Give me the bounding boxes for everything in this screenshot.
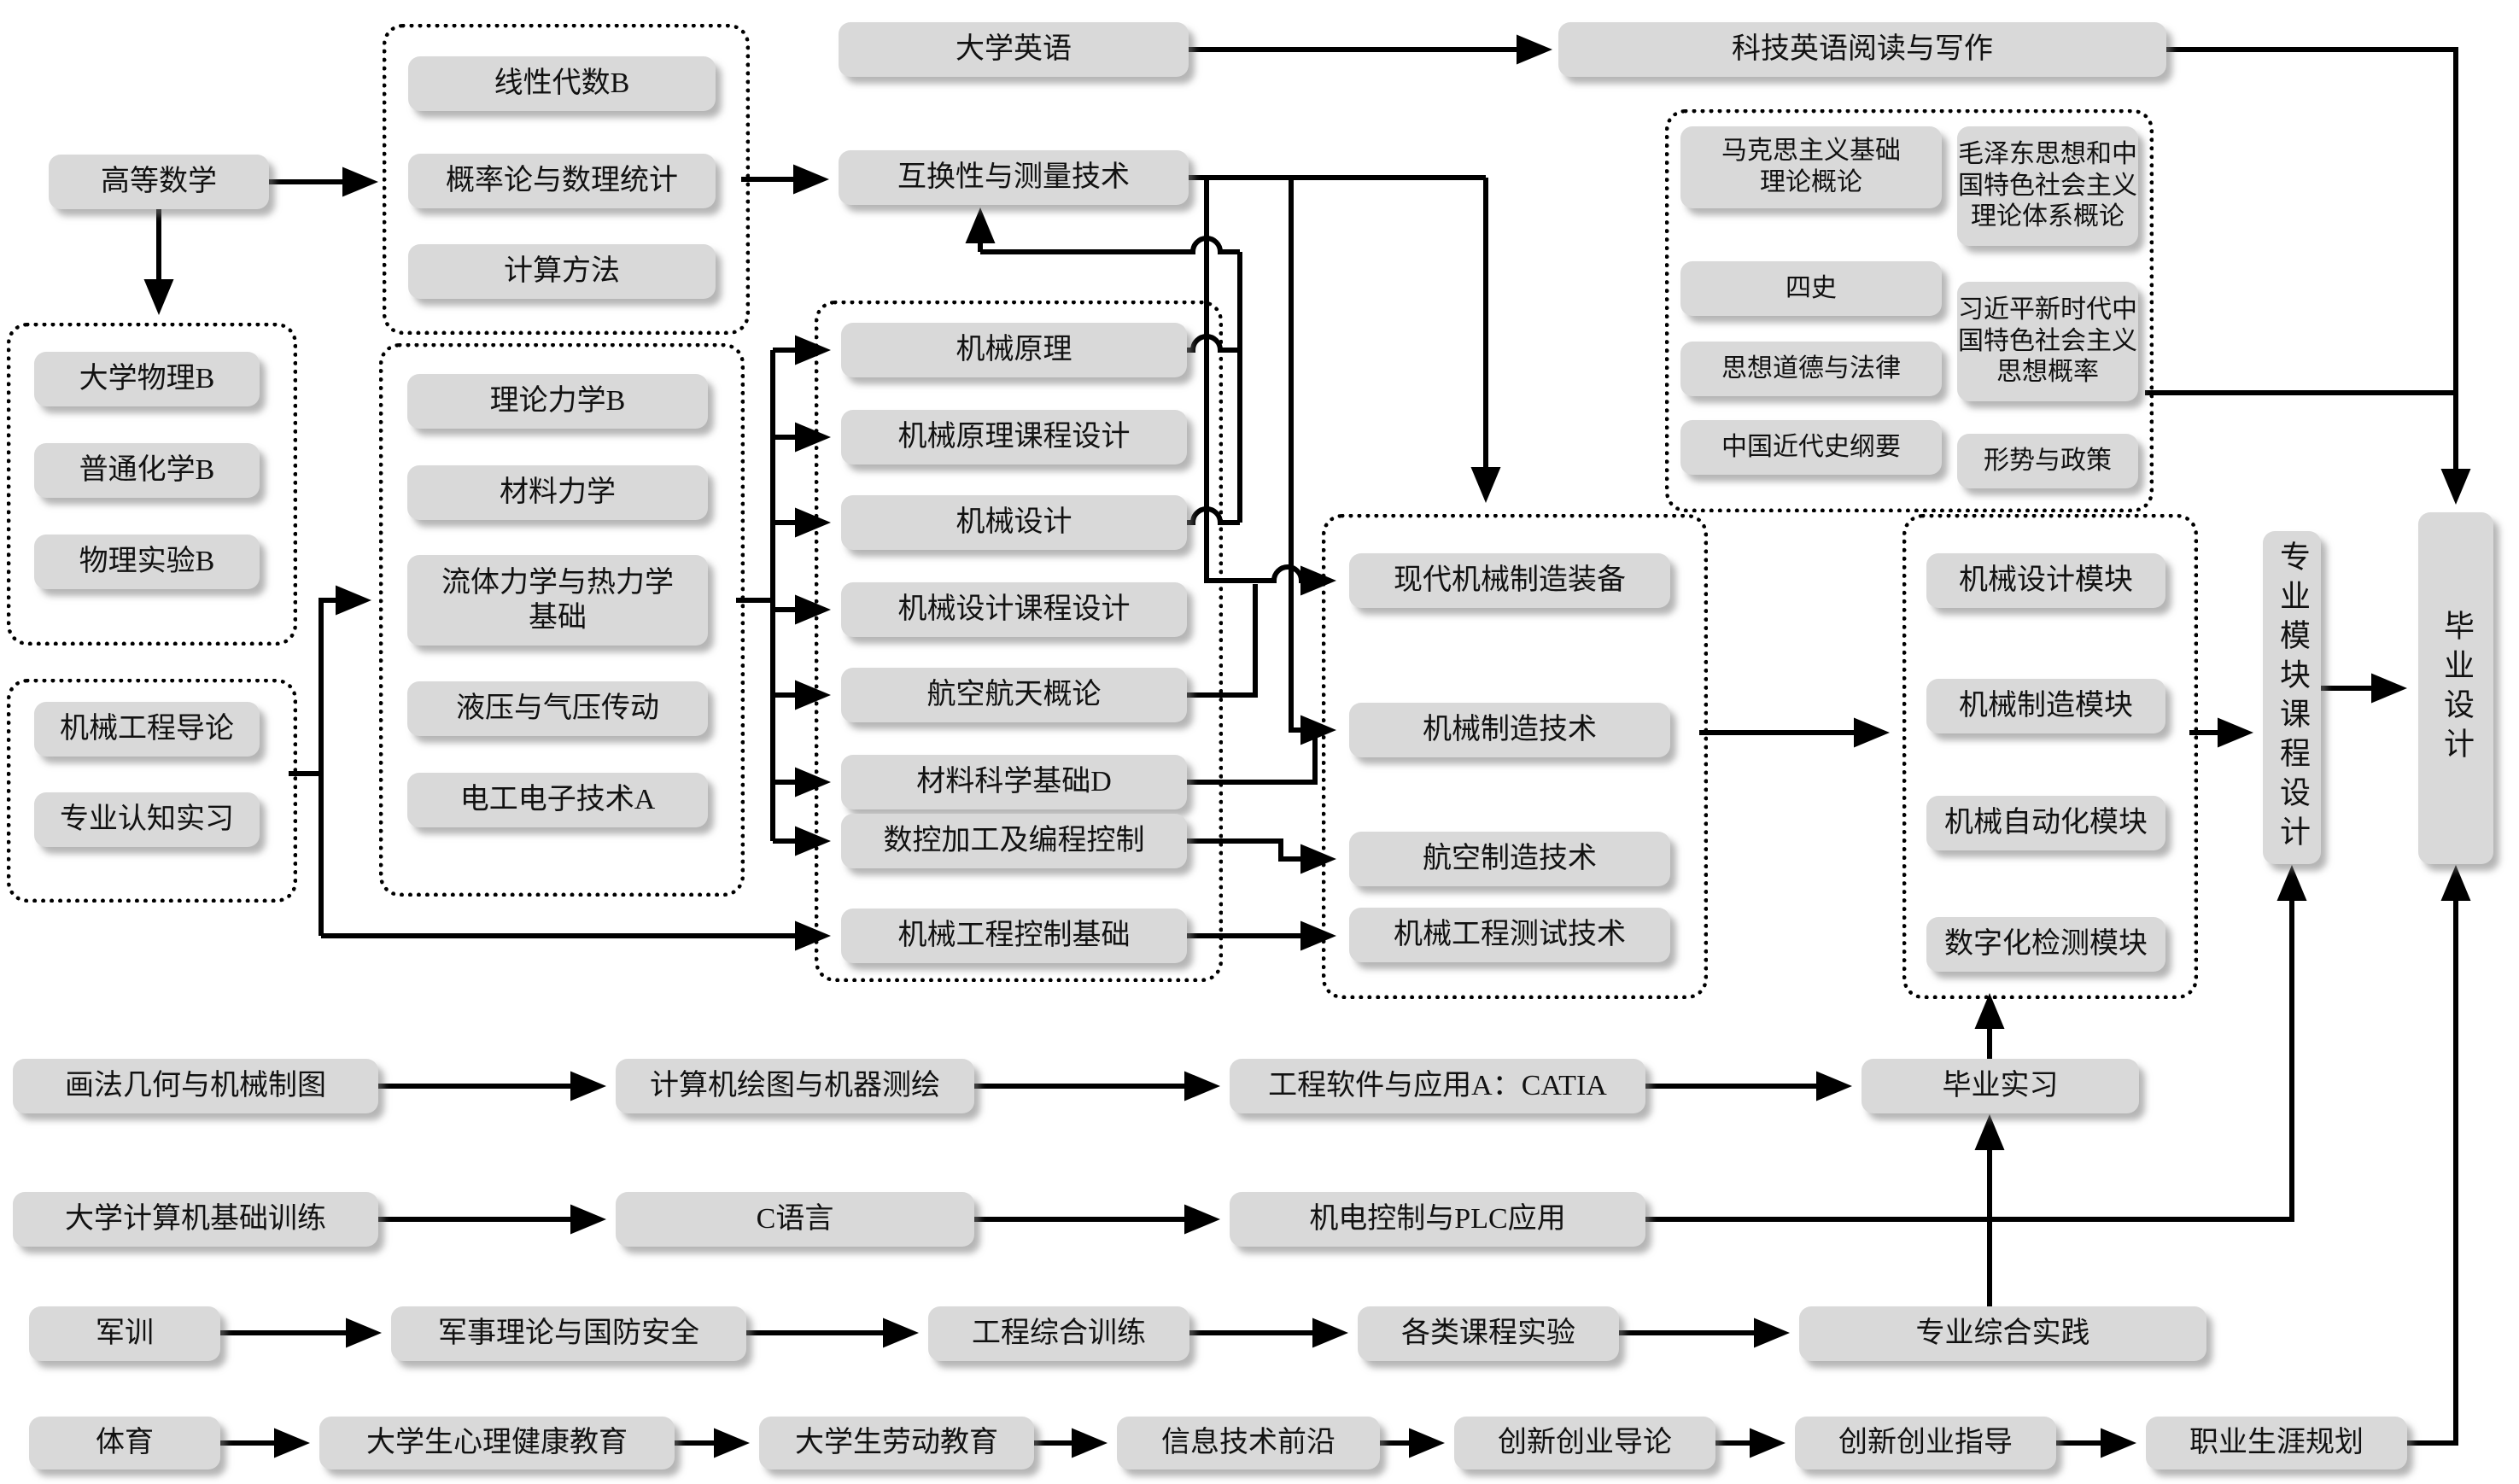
node-cognition-practice: 专业认知实习 <box>34 792 260 847</box>
node-professional-practice: 专业综合实践 <box>1799 1306 2206 1361</box>
node-mechanical-principles: 机械原理 <box>841 323 1187 377</box>
node-module-course-design: 专业模块课程设计 <box>2263 531 2321 864</box>
group-mechanics-courses <box>379 343 745 897</box>
node-computational-methods: 计算方法 <box>408 244 716 299</box>
node-xi-thought: 习近平新时代中 国特色社会主义 思想概率 <box>1957 282 2138 401</box>
node-modern-history: 中国近代史纲要 <box>1680 420 1942 475</box>
group-ideology-courses <box>1665 109 2154 512</box>
node-computer-drawing: 计算机绘图与机器测绘 <box>616 1059 974 1113</box>
node-theoretical-mechanics: 理论力学B <box>407 374 708 429</box>
group-core-mechanical-courses <box>815 301 1223 982</box>
node-digital-inspection-module: 数字化检测模块 <box>1926 917 2165 972</box>
node-college-physics: 大学物理B <box>34 352 260 406</box>
node-c-language: C语言 <box>616 1192 974 1247</box>
node-sci-tech-english: 科技英语阅读与写作 <box>1558 22 2166 77</box>
node-labor-education: 大学生劳动教育 <box>759 1417 1034 1469</box>
node-innovation-intro: 创新创业导论 <box>1454 1417 1715 1469</box>
node-military-training: 军训 <box>29 1306 220 1361</box>
node-linear-algebra: 线性代数B <box>408 56 716 111</box>
node-mechanical-design-course-design: 机械设计课程设计 <box>841 582 1187 637</box>
node-material-mechanics: 材料力学 <box>407 465 708 520</box>
node-modern-manufacturing-equipment: 现代机械制造装备 <box>1349 553 1670 608</box>
group-professional-modules <box>1902 514 2198 999</box>
group-intro-courses <box>7 679 297 903</box>
node-manufacturing-technology: 机械制造技术 <box>1349 703 1670 757</box>
node-automation-module: 机械自动化模块 <box>1926 796 2165 850</box>
node-material-science: 材料科学基础D <box>841 755 1187 809</box>
node-plc-application: 机电控制与PLC应用 <box>1230 1192 1645 1247</box>
node-military-theory: 军事理论与国防安全 <box>391 1306 746 1361</box>
node-fluid-thermodynamics: 流体力学与热力学 基础 <box>407 555 708 646</box>
node-interchangeability: 互换性与测量技术 <box>839 150 1189 205</box>
node-manufacturing-module: 机械制造模块 <box>1926 679 2165 733</box>
node-career-planning: 职业生涯规划 <box>2146 1417 2407 1469</box>
node-cnc-programming: 数控加工及编程控制 <box>841 814 1187 868</box>
group-basic-science <box>7 323 297 646</box>
node-hydraulics-pneumatics: 液压与气压传动 <box>407 681 708 736</box>
node-design-module: 机械设计模块 <box>1926 553 2165 608</box>
node-computer-basics: 大学计算机基础训练 <box>13 1192 378 1247</box>
node-testing-technology: 机械工程测试技术 <box>1349 908 1670 962</box>
node-aviation-manufacturing: 航空制造技术 <box>1349 832 1670 886</box>
node-mechanical-principles-course-design: 机械原理课程设计 <box>841 410 1187 464</box>
node-mech-engineering-intro: 机械工程导论 <box>34 702 260 757</box>
node-aerospace-intro: 航空航天概论 <box>841 668 1187 722</box>
node-graduation-internship: 毕业实习 <box>1861 1059 2139 1113</box>
node-graduation-design: 毕业设计 <box>2418 512 2493 864</box>
node-pe: 体育 <box>29 1417 220 1469</box>
group-manufacturing-courses <box>1322 514 1708 999</box>
node-situation-policy: 形势与政策 <box>1957 434 2138 488</box>
node-innovation-guidance: 创新创业指导 <box>1795 1417 2056 1469</box>
node-four-histories: 四史 <box>1680 261 1942 316</box>
node-course-experiments: 各类课程实验 <box>1358 1306 1619 1361</box>
node-college-english: 大学英语 <box>839 22 1189 77</box>
node-mental-health: 大学生心理健康教育 <box>319 1417 675 1469</box>
node-descriptive-geometry: 画法几何与机械制图 <box>13 1059 378 1113</box>
node-physics-lab: 物理实验B <box>34 535 260 589</box>
node-general-chemistry: 普通化学B <box>34 443 260 498</box>
node-advanced-math: 高等数学 <box>49 155 269 209</box>
node-mao-thought: 毛泽东思想和中 国特色社会主义 理论体系概论 <box>1957 126 2138 246</box>
node-electrical-electronics: 电工电子技术A <box>407 773 708 827</box>
node-marxism: 马克思主义基础 理论概论 <box>1680 126 1942 208</box>
node-it-frontier: 信息技术前沿 <box>1117 1417 1380 1469</box>
node-probability-statistics: 概率论与数理统计 <box>408 154 716 208</box>
node-catia: 工程软件与应用A：CATIA <box>1230 1059 1645 1113</box>
node-engineering-training: 工程综合训练 <box>928 1306 1189 1361</box>
node-control-basics: 机械工程控制基础 <box>841 909 1187 963</box>
node-morality-law: 思想道德与法律 <box>1680 342 1942 396</box>
node-mechanical-design: 机械设计 <box>841 495 1187 550</box>
